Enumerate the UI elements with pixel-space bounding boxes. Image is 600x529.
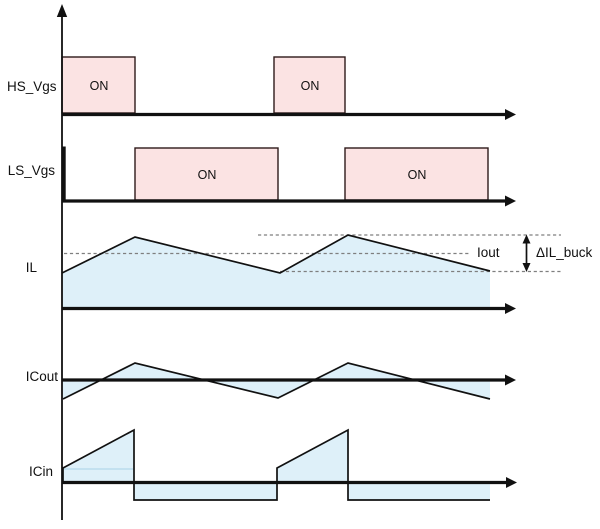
ripple-annotation-label: ΔIL_buck — [536, 245, 593, 260]
ripple-arrow-down-icon — [522, 263, 531, 272]
il-waveform — [61, 234, 491, 274]
icin-waveform — [62, 428, 490, 501]
il-time-axis-arrow-icon — [505, 303, 516, 314]
row-label-ls-vgs: LS_Vgs — [7, 163, 55, 178]
icout-waveform — [62, 362, 491, 400]
row-label-hs-vgs: HS_Vgs — [7, 79, 57, 94]
hs-on-pulse-1-label: ON — [89, 79, 109, 93]
icout-time-axis-arrow-icon — [505, 374, 516, 386]
row-label-icout: ICout — [25, 369, 58, 384]
ls-vgs-time-axis-arrow-icon — [505, 195, 516, 207]
icin-time-axis-arrow-icon — [506, 477, 517, 488]
vertical-axis-arrow-icon — [56, 4, 68, 17]
hs-vgs-time-axis-arrow-icon — [505, 109, 516, 120]
hs-on-pulse-2-label: ON — [300, 79, 320, 93]
ls-on-pulse-1-label: ON — [197, 168, 217, 182]
row-label-il: IL — [25, 260, 37, 275]
ls-on-pulse-2-label: ON — [407, 168, 427, 182]
iout-annotation-label: Iout — [477, 245, 500, 260]
ls-on-pulse-1 — [134, 147, 279, 201]
row-label-icin: ICin — [28, 464, 53, 479]
ls-on-pulse-2 — [344, 147, 489, 201]
ripple-arrow-up-icon — [522, 234, 531, 244]
